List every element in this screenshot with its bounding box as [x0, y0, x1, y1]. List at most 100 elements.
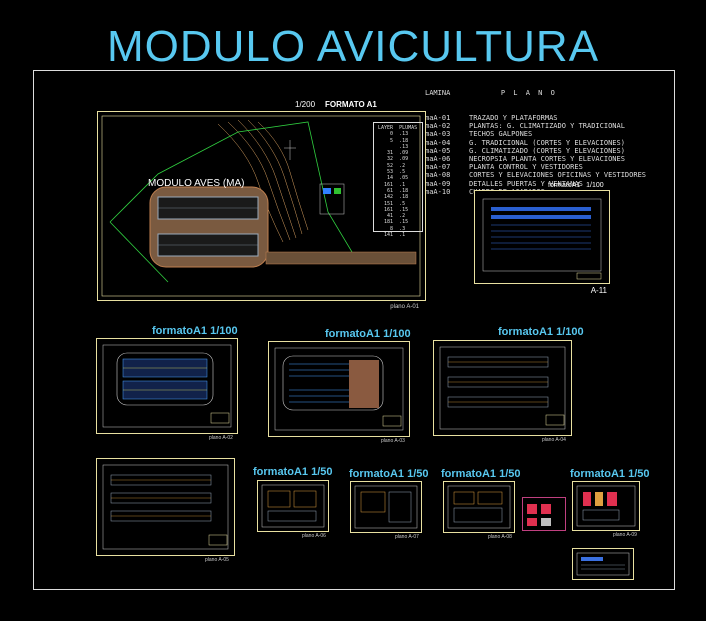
layer-header: LAYER [378, 125, 394, 131]
row2-3-scale: 1/100 [556, 326, 584, 338]
row3-label-2: formatoA1 1/50 [253, 466, 333, 478]
legend-desc: G. CLIMATIZADO (CORTES Y ELEVACIONES) [469, 146, 625, 155]
main-format: FORMATO A1 [325, 100, 377, 109]
sheet-detail[interactable] [522, 497, 566, 531]
layer-cell: 141 [384, 232, 394, 239]
plumas-cell: .1 [399, 232, 406, 239]
a11-code: A-11 [590, 286, 607, 295]
plano-a08: plano A-08 [488, 534, 512, 540]
a05-drawing [102, 464, 229, 550]
plumas-cell: .3 [399, 225, 406, 232]
plumas-cell: .5 [399, 169, 406, 176]
row3-5-scale: 1/50 [628, 468, 650, 480]
sheet-a11[interactable]: A-11 [474, 190, 610, 295]
plano-a09: plano A-09 [613, 532, 637, 538]
layer-cell: 142 [384, 194, 394, 201]
detail-drawing [527, 504, 551, 526]
main-plano: plano A-01 [390, 304, 419, 310]
layer-cell: 14 [387, 175, 394, 182]
row3-5-format: formatoA1 [570, 468, 626, 480]
a06-drawing [261, 484, 325, 528]
row3-3-scale: 1/50 [407, 468, 429, 480]
sheet-site-plan[interactable]: MODULO AVES (MA) plano A-01 [97, 111, 426, 310]
legend-code: maA-01 [425, 114, 451, 123]
legend-code: maA-04 [425, 138, 451, 147]
sheet-a05[interactable]: plano A-05 [96, 458, 235, 563]
layer-row: 53.5 [375, 169, 420, 175]
layer-cell: 161 [384, 206, 394, 213]
row3-4-format: formatoA1 [441, 468, 497, 480]
legend-row: maA-02 PLANTAS: G. CLIMATIZADO Y TRADICIO… [425, 122, 646, 130]
plumas-cell: .2 [399, 213, 406, 220]
sheet-a02[interactable]: plano A-02 [96, 338, 238, 441]
row3-2-format: formatoA1 [253, 466, 309, 478]
layer-cell: 5 [390, 137, 394, 144]
row3-2-scale: 1/50 [311, 466, 333, 478]
legend-desc: TRAZADO Y PLATAFORMAS [469, 114, 558, 123]
row3-label-4: formatoA1 1/50 [441, 468, 521, 480]
row2-label-3: formatoA1 1/100 [498, 326, 584, 338]
legend-desc: PLANTAS: G. CLIMATIZADO Y TRADICIONAL [469, 122, 625, 131]
layer-row: 142.18 [375, 194, 420, 200]
row2-2-scale: 1/100 [383, 328, 411, 340]
legend-row: maA-05 G. CLIMATIZADO (CORTES Y ELEVACION… [425, 147, 646, 155]
plumas-header: PLUMAS [399, 125, 418, 131]
plumas-cell: .18 [399, 194, 409, 201]
layer-cell: 151 [384, 200, 394, 207]
layer-row: 0.13 [375, 131, 420, 137]
sheet-a03[interactable]: plano A-03 [268, 341, 410, 444]
a11-scale: 1/100 [586, 182, 604, 189]
plumas-cell: .18 [399, 187, 409, 194]
a10-drawing [576, 552, 630, 576]
row3-4-scale: 1/50 [499, 468, 521, 480]
sheet-a09[interactable]: plano A-09 [572, 481, 640, 538]
plumas-cell: .13 [399, 143, 409, 150]
layer-row: 52.2 [375, 163, 420, 169]
row2-2-format: formatoA1 [325, 328, 381, 340]
layer-row: 8.3 [375, 226, 420, 232]
row3-3-format: formatoA1 [349, 468, 405, 480]
layer-row: 181.15 [375, 219, 420, 225]
legend-code: maA-05 [425, 146, 451, 155]
legend-header-lamina: LAMINA [425, 89, 451, 98]
plumas-cell: .18 [399, 137, 409, 144]
legend-row: maA-01 TRAZADO Y PLATAFORMAS [425, 114, 646, 122]
legend-desc: PLANTA CONTROL Y VESTIDORES [469, 163, 583, 172]
plumas-cell: .1 [399, 181, 406, 188]
sheet-a07[interactable]: plano A-07 [350, 481, 422, 540]
legend-code: maA-03 [425, 130, 451, 139]
sheet-a06[interactable]: plano A-06 [257, 480, 329, 539]
plumas-cell: .09 [399, 150, 409, 157]
plano-a05: plano A-05 [205, 557, 229, 563]
layer-cell: 32 [387, 156, 394, 163]
row2-label-1: formatoA1 1/100 [152, 325, 238, 337]
layer-cell: 8 [390, 225, 394, 232]
legend-code: maA-02 [425, 122, 451, 131]
sheet-a04[interactable]: plano A-04 [433, 340, 572, 443]
layer-row: 141.1 [375, 232, 420, 238]
layer-cell: 53 [387, 169, 394, 176]
layer-row: 161.15 [375, 207, 420, 213]
layer-row: 32.09 [375, 156, 420, 162]
sheet-a08[interactable]: plano A-08 [443, 481, 515, 540]
layer-row: 31.09 [375, 150, 420, 156]
plano-a02: plano A-02 [209, 435, 233, 441]
plumas-cell: .09 [399, 156, 409, 163]
layer-row: 14.05 [375, 175, 420, 181]
plumas-cell: .15 [399, 219, 409, 226]
layer-row: 5.18 [375, 138, 420, 144]
main-scale: 1/200 [295, 100, 316, 109]
sheet-a10[interactable] [572, 548, 634, 580]
row2-label-2: formatoA1 1/100 [325, 328, 411, 340]
a11-label: formatoA1 1/100 [548, 182, 604, 189]
plumas-cell: .5 [399, 200, 406, 207]
legend-code: maA-09 [425, 179, 451, 188]
